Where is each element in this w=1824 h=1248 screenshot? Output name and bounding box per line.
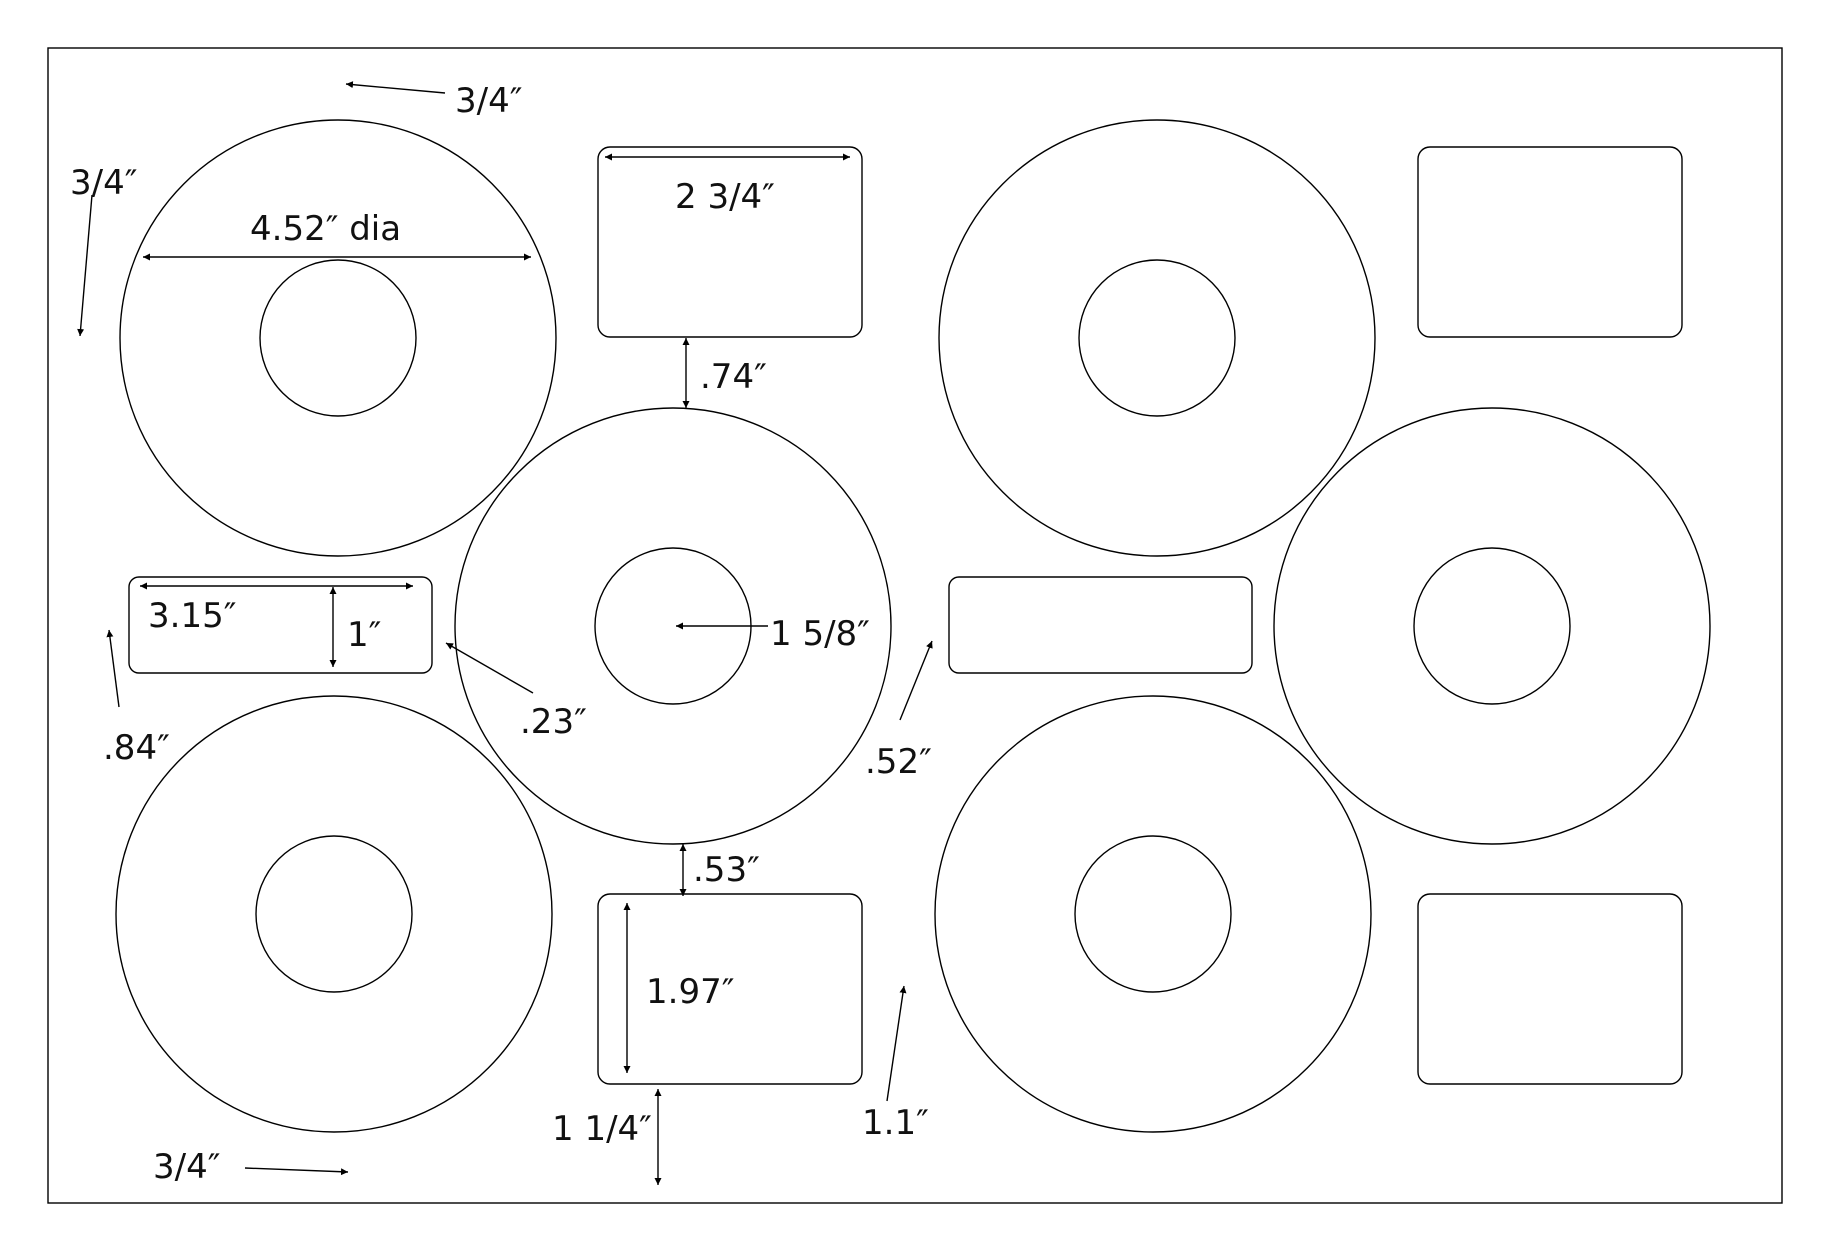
top-margin-arrow — [345, 81, 446, 94]
right-offset-arrow — [886, 985, 907, 1102]
bottom-label-height-label: 1.97″ — [646, 972, 734, 1012]
left-margin-label: 3/4″ — [70, 163, 137, 203]
hub-diameter-label: 1 5/8″ — [770, 614, 870, 654]
bottom-offset-label: 1 1/4″ — [552, 1109, 652, 1149]
spine-gap-label: .23″ — [520, 702, 587, 742]
spine-offset-label: .84″ — [103, 728, 170, 768]
center-gap-label: .52″ — [865, 742, 932, 782]
spine-offset-arrow — [106, 629, 120, 708]
top-margin-label: 3/4″ — [455, 81, 522, 121]
sheet-border — [47, 47, 1783, 1204]
cd-label-bottom-left — [115, 695, 553, 1133]
rect-label-bottom-right — [1417, 893, 1683, 1085]
cd-diameter-label: 4.52″ dia — [250, 209, 401, 249]
cd-label-top-right — [938, 119, 1376, 557]
bottom-margin-arrow — [244, 1167, 349, 1176]
right-offset-label: 1.1″ — [862, 1103, 929, 1143]
spine-height-label: 1″ — [347, 615, 381, 655]
cd-label-bottom-right — [934, 695, 1372, 1133]
bottom-margin-label: 3/4″ — [153, 1147, 220, 1187]
spine-label-right — [948, 576, 1253, 674]
label-gap-top-label: .74″ — [700, 357, 767, 397]
spine-gap-arrow — [445, 642, 534, 694]
rect-label-top-right — [1417, 146, 1683, 338]
rect-label-top-left — [597, 146, 863, 338]
top-label-width-label: 2 3/4″ — [675, 177, 775, 217]
cd-label-center-right — [1273, 407, 1711, 845]
rect-label-bottom-left — [597, 893, 863, 1085]
cd-label-top-left — [119, 119, 557, 557]
label-gap-bottom-label: .53″ — [693, 850, 760, 890]
spine-width-label: 3.15″ — [148, 596, 236, 636]
center-gap-arrow — [899, 640, 933, 721]
spine-label-left — [128, 576, 433, 674]
left-margin-arrow — [77, 194, 93, 337]
